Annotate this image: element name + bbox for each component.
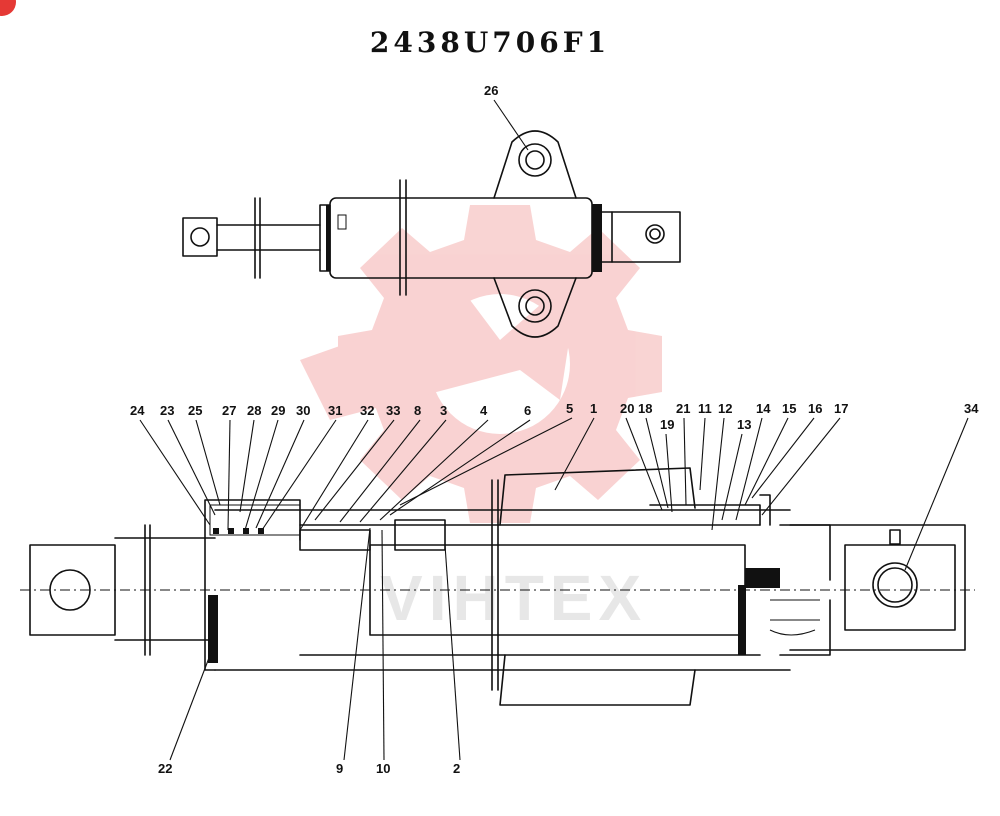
callout-14: 14 — [756, 401, 771, 416]
watermark-logo-icon — [300, 205, 662, 523]
callout-9: 9 — [336, 761, 343, 776]
callout-18: 18 — [638, 401, 652, 416]
callout-26: 26 — [484, 83, 498, 98]
callout-28: 28 — [247, 403, 261, 418]
callout-34: 34 — [964, 401, 979, 416]
callout-5: 5 — [566, 401, 573, 416]
top-assembly-view — [182, 130, 681, 338]
callout-20: 20 — [620, 401, 634, 416]
callout-16: 16 — [808, 401, 822, 416]
callout-11: 11 — [698, 401, 712, 416]
callout-labels: 26 24 23 25 27 28 29 30 31 32 33 8 3 4 6… — [130, 83, 979, 776]
leader-lines — [139, 99, 969, 761]
callout-25: 25 — [188, 403, 202, 418]
callout-13: 13 — [737, 417, 751, 432]
callout-22: 22 — [158, 761, 172, 776]
watermark-text: VIHTEX — [380, 562, 647, 634]
callout-21: 21 — [676, 401, 690, 416]
callout-15: 15 — [782, 401, 796, 416]
callout-23: 23 — [160, 403, 174, 418]
callout-8: 8 — [414, 403, 421, 418]
callout-30: 30 — [296, 403, 310, 418]
corner-badge — [0, 0, 16, 16]
callout-19: 19 — [660, 417, 674, 432]
callout-12: 12 — [718, 401, 732, 416]
callout-1: 1 — [590, 401, 597, 416]
callout-27: 27 — [222, 403, 236, 418]
callout-2: 2 — [453, 761, 460, 776]
callout-6: 6 — [524, 403, 531, 418]
section-view — [20, 467, 975, 706]
drawing-title: 2438U706F1 — [370, 26, 610, 59]
callout-29: 29 — [271, 403, 285, 418]
callout-24: 24 — [130, 403, 145, 418]
callout-32: 32 — [360, 403, 374, 418]
callout-17: 17 — [834, 401, 848, 416]
callout-31: 31 — [328, 403, 342, 418]
callout-4: 4 — [480, 403, 488, 418]
callout-33: 33 — [386, 403, 400, 418]
callout-10: 10 — [376, 761, 390, 776]
callout-3: 3 — [440, 403, 447, 418]
